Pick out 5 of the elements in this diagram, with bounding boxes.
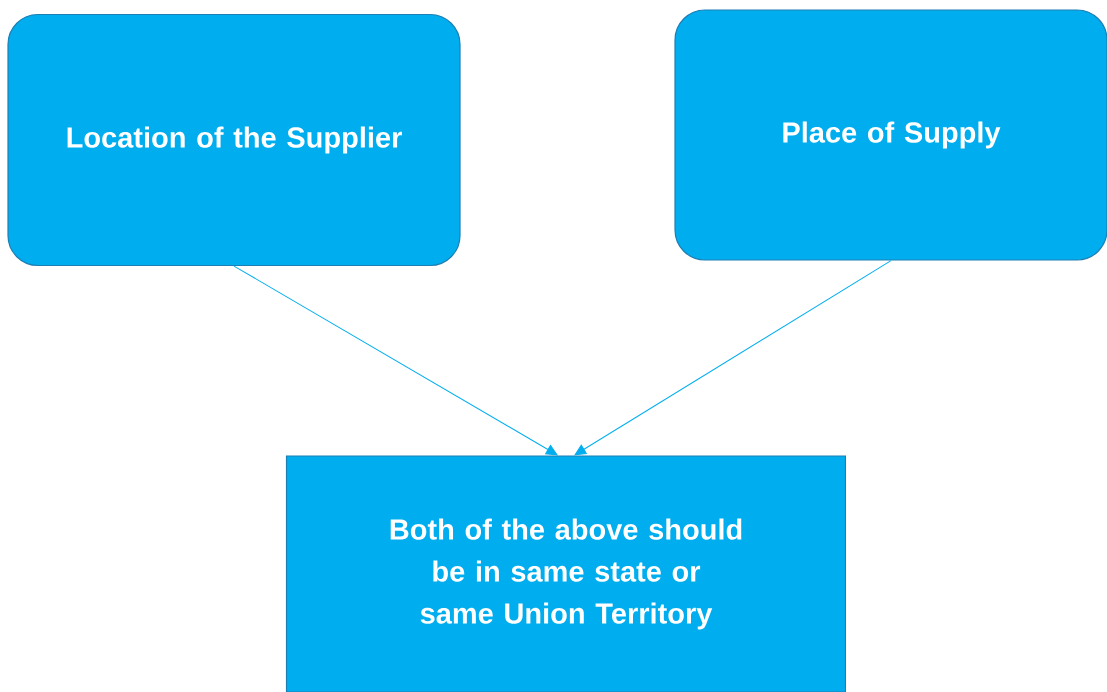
text-box: Both of the above should be in same state or same Union Territory: [285, 455, 847, 692]
arrow: [574, 260, 892, 456]
arrow: [233, 265, 558, 456]
rounded-box: Place of Supply: [674, 9, 1107, 261]
rounded-box: Location of the Supplier: [7, 13, 461, 267]
